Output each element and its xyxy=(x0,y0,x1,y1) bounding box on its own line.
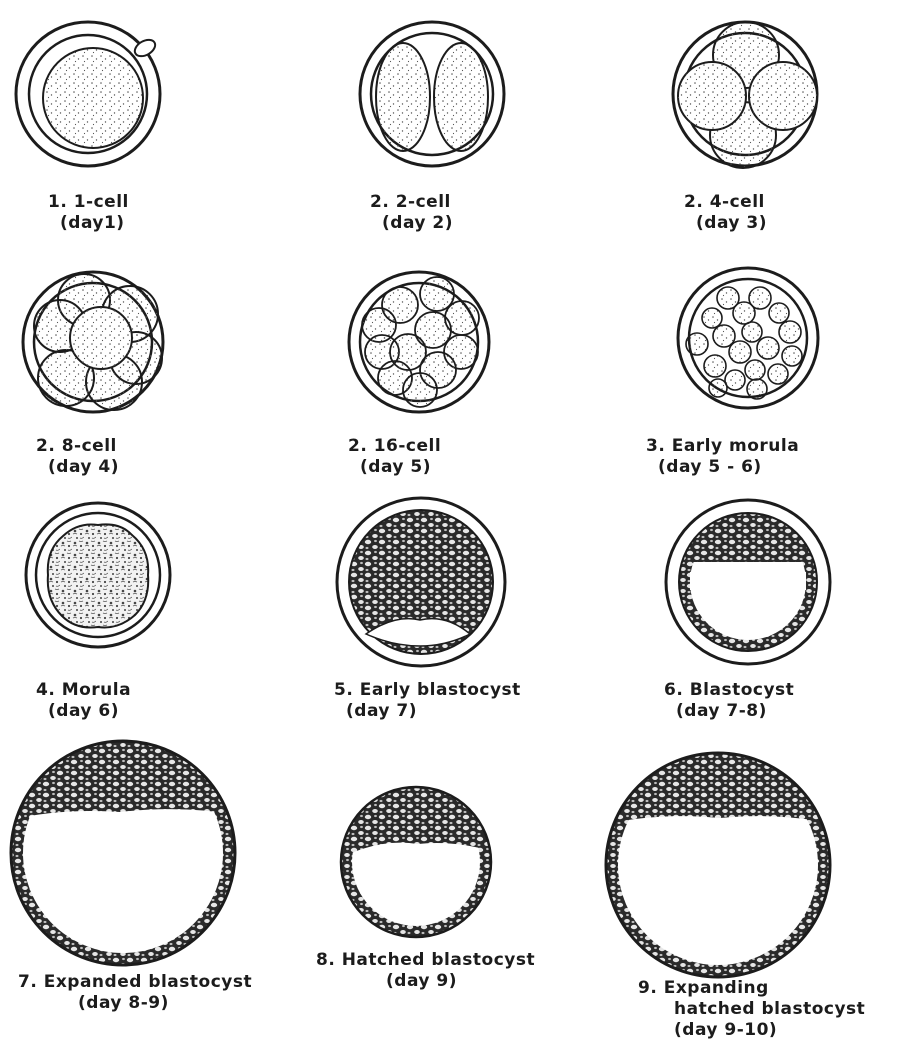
blastocyst xyxy=(666,500,830,664)
stage-label: 4. Morula xyxy=(36,680,131,701)
morula xyxy=(26,503,170,647)
four-cell-embryo xyxy=(673,22,817,168)
stage-caption: 1. 1-cell (day1) xyxy=(48,192,129,234)
one-cell-embryo xyxy=(16,22,160,166)
stage-day: (day 5) xyxy=(348,457,441,478)
stage-caption: 7. Expanded blastocyst (day 8-9) xyxy=(18,972,252,1014)
hatched-blastocyst xyxy=(341,787,491,937)
stage-day: (day1) xyxy=(48,213,129,234)
stage-day: (day 9-10) xyxy=(638,1020,865,1041)
early-morula xyxy=(678,268,818,408)
expanding-hatched-blastocyst xyxy=(606,753,830,977)
stage-day: (day 8-9) xyxy=(18,993,252,1014)
stage-label: 3. Early morula xyxy=(646,436,799,457)
stage-day: (day 2) xyxy=(370,213,453,234)
stage-caption: 5. Early blastocyst (day 7) xyxy=(334,680,521,722)
stage-day: (day 5 - 6) xyxy=(646,457,799,478)
expanded-blastocyst xyxy=(11,741,235,965)
stage-label: 2. 2-cell xyxy=(370,192,453,213)
stage-label-line2: hatched blastocyst xyxy=(638,999,865,1020)
stage-caption: 4. Morula (day 6) xyxy=(36,680,131,722)
stage-caption: 2. 8-cell (day 4) xyxy=(36,436,119,478)
stage-caption: 9. Expanding hatched blastocyst (day 9-1… xyxy=(638,978,865,1041)
stage-label: 5. Early blastocyst xyxy=(334,680,521,701)
stage-day: (day 7-8) xyxy=(664,701,794,722)
stage-label: 2. 8-cell xyxy=(36,436,119,457)
eight-cell-embryo xyxy=(23,272,163,412)
stage-day: (day 3) xyxy=(684,213,767,234)
stage-caption: 3. Early morula (day 5 - 6) xyxy=(646,436,799,478)
stage-day: (day 4) xyxy=(36,457,119,478)
stage-caption: 8. Hatched blastocyst (day 9) xyxy=(316,950,535,992)
stage-label: 9. Expanding xyxy=(638,978,865,999)
early-blastocyst xyxy=(337,498,505,666)
stage-day: (day 9) xyxy=(316,971,535,992)
stage-caption: 6. Blastocyst (day 7-8) xyxy=(664,680,794,722)
stage-day: (day 7) xyxy=(334,701,521,722)
stage-label: 2. 16-cell xyxy=(348,436,441,457)
stage-label: 7. Expanded blastocyst xyxy=(18,972,252,993)
stage-label: 1. 1-cell xyxy=(48,192,129,213)
stage-day: (day 6) xyxy=(36,701,131,722)
stage-label: 2. 4-cell xyxy=(684,192,767,213)
stage-label: 6. Blastocyst xyxy=(664,680,794,701)
stage-caption: 2. 16-cell (day 5) xyxy=(348,436,441,478)
two-cell-embryo xyxy=(360,22,504,166)
stage-label: 8. Hatched blastocyst xyxy=(316,950,535,971)
stage-caption: 2. 2-cell (day 2) xyxy=(370,192,453,234)
stage-caption: 2. 4-cell (day 3) xyxy=(684,192,767,234)
sixteen-cell-embryo xyxy=(349,272,489,412)
